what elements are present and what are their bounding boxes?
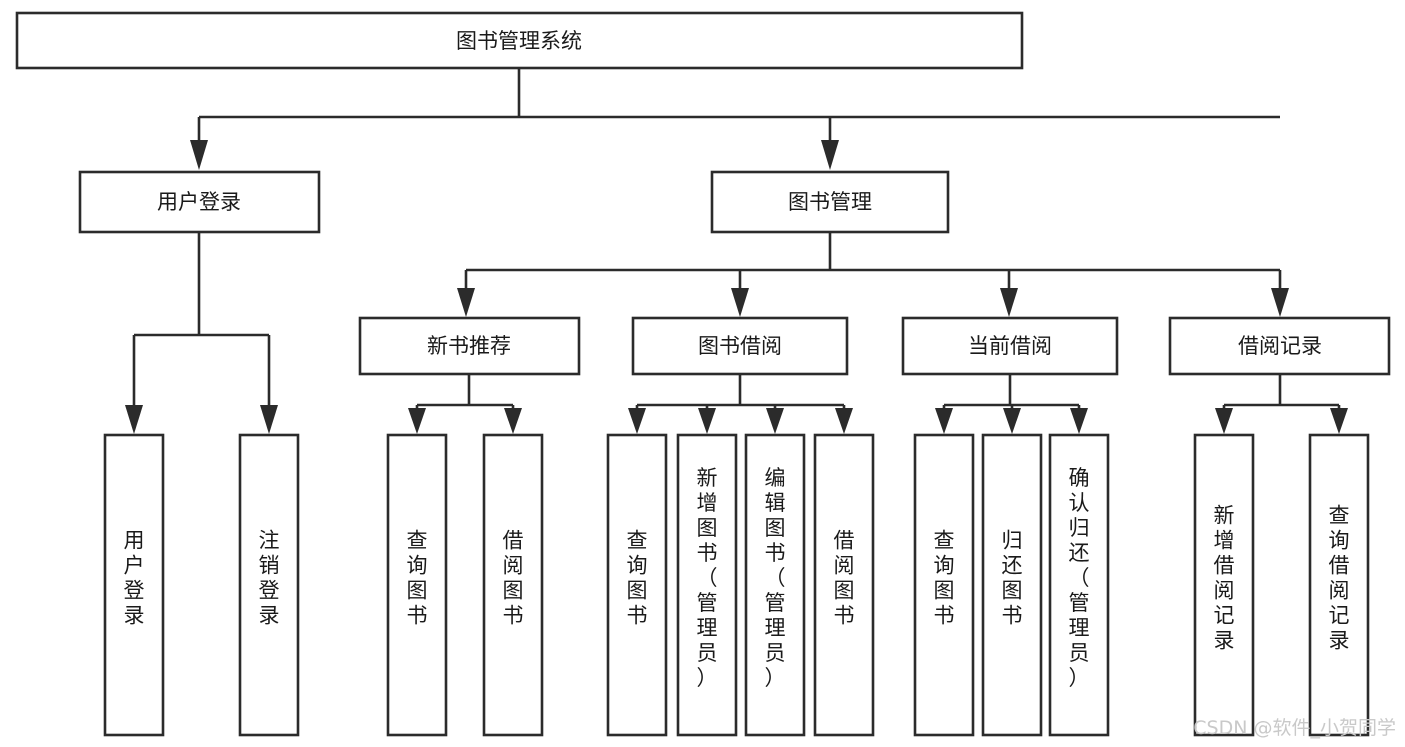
arrow-head-leaf-user-login	[125, 405, 143, 434]
node-new-book-recommend[interactable]: 新书推荐	[358, 316, 581, 376]
node-current-borrow[interactable]: 当前借阅	[901, 316, 1119, 376]
connector-group-book-borrow	[628, 374, 853, 434]
leaf-query-book-1[interactable]: 查询图书	[386, 433, 448, 737]
arrow-head-book-borrow	[731, 288, 749, 317]
node-book-borrow-box[interactable]	[631, 316, 849, 376]
leaf-user-login[interactable]: 用户登录	[103, 433, 165, 737]
arrow-head-to-book-management	[821, 140, 839, 170]
node-current-borrow-box[interactable]	[901, 316, 1119, 376]
leaf-query-borrow-record-box[interactable]	[1308, 433, 1370, 737]
leaf-query-book-2-box[interactable]	[606, 433, 668, 737]
node-user-login-label: 用户登录	[157, 190, 241, 214]
node-borrow-record-label: 借阅记录	[1238, 334, 1322, 358]
node-current-borrow-label: 当前借阅	[968, 334, 1052, 358]
leaf-query-borrow-record[interactable]: 查询借阅记录	[1308, 433, 1370, 737]
node-book-management-box[interactable]	[710, 170, 950, 234]
arrow-head-leaf-borrow-book-1	[504, 408, 522, 434]
leaf-edit-book-admin-box[interactable]	[744, 433, 806, 737]
arrow-head-leaf-confirm-return-admin	[1070, 408, 1088, 434]
arrow-head-leaf-query-book-1	[408, 408, 426, 434]
node-book-borrow[interactable]: 图书借阅	[631, 316, 849, 376]
arrow-head-leaf-query-borrow-record	[1330, 408, 1348, 434]
arrow-head-current-borrow	[1000, 288, 1018, 317]
leaf-add-book-admin-box[interactable]	[676, 433, 738, 737]
leaf-query-book-2[interactable]: 查询图书	[606, 433, 668, 737]
leaf-return-book-box[interactable]	[981, 433, 1043, 737]
connector-group-new-book-recommend	[408, 374, 522, 434]
leaf-add-borrow-record-box[interactable]	[1193, 433, 1255, 737]
arrow-head-leaf-add-borrow-record	[1215, 408, 1233, 434]
arrow-head-leaf-return-book	[1003, 408, 1021, 434]
leaf-logout-login[interactable]: 注销登录	[238, 433, 300, 737]
leaf-query-book-1-label: 查询图书	[407, 529, 428, 628]
leaf-query-borrow-record-label: 查询借阅记录	[1329, 504, 1350, 653]
arrow-head-borrow-record	[1271, 288, 1289, 317]
leaf-user-login-label: 用户登录	[124, 529, 145, 628]
leaf-query-book-3[interactable]: 查询图书	[913, 433, 975, 737]
leaf-borrow-book-2-box[interactable]	[813, 433, 875, 737]
leaf-edit-book-admin[interactable]: 编辑图书（管理员）	[744, 433, 806, 737]
leaf-return-book-label: 归还图书	[1002, 529, 1023, 628]
arrow-head-to-user-login	[190, 140, 208, 170]
leaf-add-borrow-record-label: 新增借阅记录	[1214, 504, 1235, 653]
node-new-book-recommend-box[interactable]	[358, 316, 581, 376]
arrow-head-leaf-query-book-3	[935, 408, 953, 434]
node-borrow-record[interactable]: 借阅记录	[1168, 316, 1391, 376]
leaf-confirm-return-admin-box[interactable]	[1048, 433, 1110, 737]
leaf-borrow-book-2-label: 借阅图书	[834, 529, 855, 628]
leaf-query-book-3-box[interactable]	[913, 433, 975, 737]
node-user-login-box[interactable]	[78, 170, 321, 234]
leaf-add-book-admin-label: 新增图书（管理员）	[697, 466, 718, 690]
leaf-query-book-1-box[interactable]	[386, 433, 448, 737]
leaf-return-book[interactable]: 归还图书	[981, 433, 1043, 737]
node-root-label: 图书管理系统	[456, 29, 582, 53]
leaf-query-book-3-label: 查询图书	[934, 529, 955, 628]
arrow-head-leaf-borrow-book-2	[835, 408, 853, 434]
leaf-user-login-box[interactable]	[103, 433, 165, 737]
leaf-borrow-book-2[interactable]: 借阅图书	[813, 433, 875, 737]
leaf-borrow-book-1-box[interactable]	[482, 433, 544, 737]
arrow-head-leaf-add-book-admin	[698, 408, 716, 434]
arrow-head-leaf-edit-book-admin	[766, 408, 784, 434]
arrow-head-leaf-logout-login	[260, 405, 278, 434]
node-new-book-recommend-label: 新书推荐	[427, 334, 511, 358]
node-book-management[interactable]: 图书管理	[710, 170, 950, 234]
leaf-confirm-return-admin-label: 确认归还（管理员）	[1069, 466, 1090, 690]
leaf-add-book-admin[interactable]: 新增图书（管理员）	[676, 433, 738, 737]
leaf-add-borrow-record[interactable]: 新增借阅记录	[1193, 433, 1255, 737]
connector-group-user-login	[125, 232, 278, 434]
node-book-borrow-label: 图书借阅	[698, 334, 782, 358]
leaf-borrow-book-1[interactable]: 借阅图书	[482, 433, 544, 737]
leaf-logout-login-label: 注销登录	[259, 529, 280, 628]
arrow-head-new-book-recommend	[457, 288, 475, 317]
connector-group-book-management	[457, 232, 1289, 317]
node-borrow-record-box[interactable]	[1168, 316, 1391, 376]
watermark-label: CSDN @软件_小贺同学	[1193, 717, 1396, 739]
arrow-head-leaf-query-book-2	[628, 408, 646, 434]
node-book-management-label: 图书管理	[788, 190, 872, 214]
node-root[interactable]: 图书管理系统	[15, 11, 1024, 70]
leaf-borrow-book-1-label: 借阅图书	[503, 529, 524, 628]
node-user-login[interactable]: 用户登录	[78, 170, 321, 234]
connector-group-root	[190, 68, 1280, 170]
leaf-edit-book-admin-label: 编辑图书（管理员）	[765, 466, 786, 690]
leaf-confirm-return-admin[interactable]: 确认归还（管理员）	[1048, 433, 1110, 737]
node-root-box[interactable]	[15, 11, 1024, 70]
connector-group-borrow-record	[1215, 374, 1348, 434]
leaf-logout-login-box[interactable]	[238, 433, 300, 737]
connector-group-current-borrow	[935, 374, 1088, 434]
leaf-query-book-2-label: 查询图书	[627, 529, 648, 628]
